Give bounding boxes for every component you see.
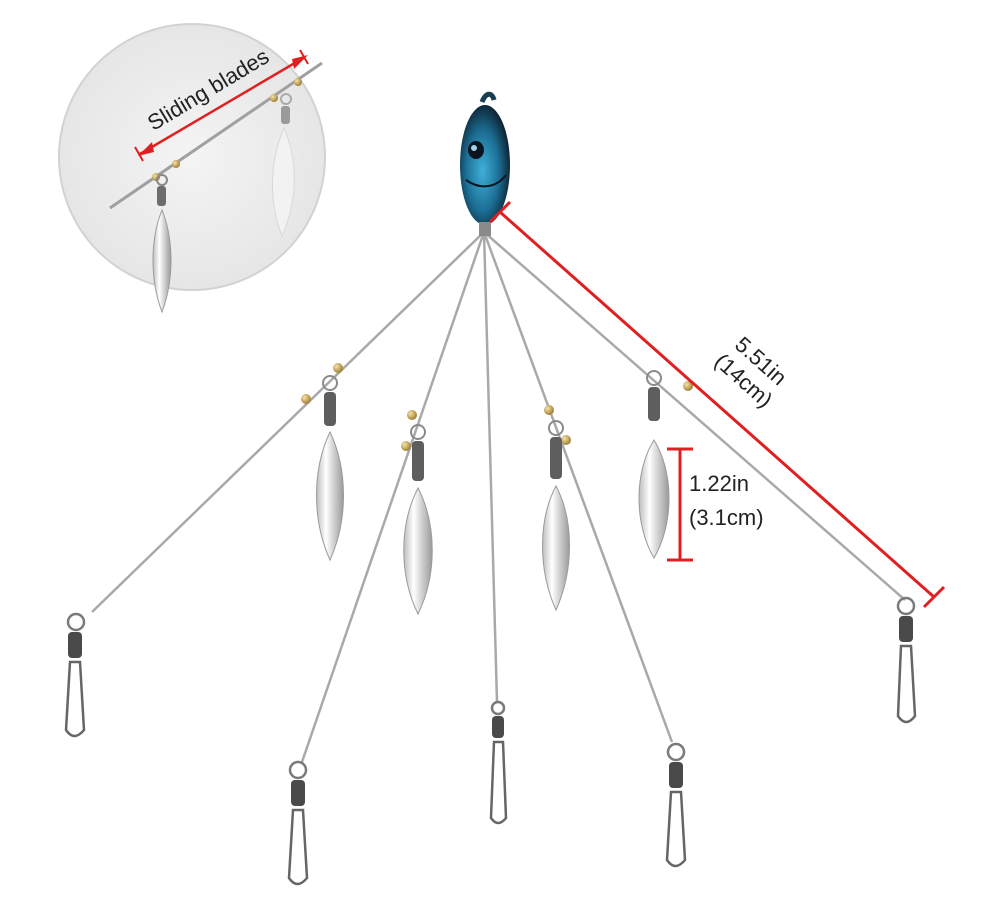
- blade-length-cm-label: (3.1cm): [689, 505, 764, 530]
- rig-beads: [301, 363, 693, 451]
- spinner-blade: [638, 370, 670, 559]
- snap-swivel: [665, 742, 687, 868]
- blade-length-inches-label: 1.22in: [689, 471, 749, 496]
- sliding-blades-inset: Sliding blades: [58, 23, 326, 314]
- spinner-blade: [542, 420, 570, 612]
- blade-length-dimension: 1.22in (3.1cm): [667, 447, 764, 562]
- snap-swivel: [489, 700, 508, 825]
- snap-swivel: [64, 612, 86, 738]
- snap-swivel: [896, 596, 917, 724]
- spinner-blade: [316, 375, 344, 562]
- lure-head: [460, 91, 510, 236]
- spinner-blade: [403, 424, 433, 616]
- rig-arms: [91, 231, 906, 763]
- snap-swivel: [287, 760, 309, 886]
